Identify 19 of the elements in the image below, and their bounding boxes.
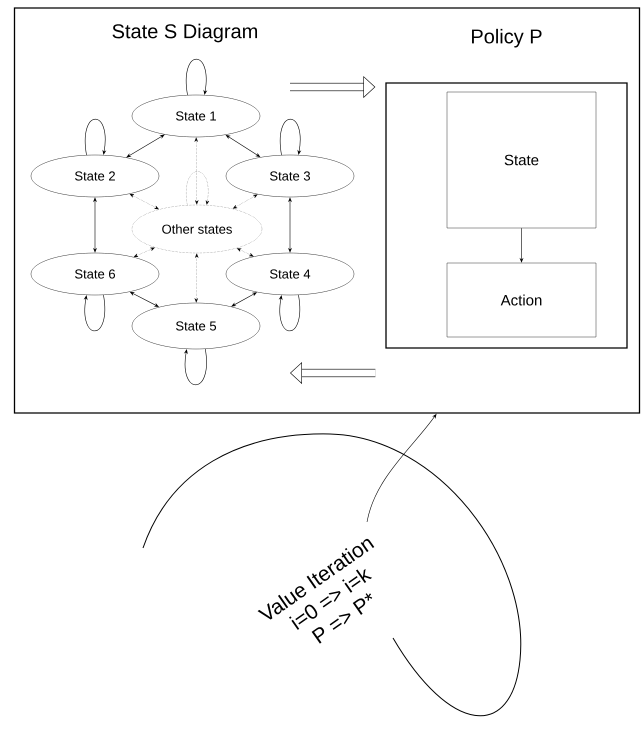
box-heading: Policy P — [472, 28, 542, 48]
diagram-frame — [14, 7, 640, 414]
arrow — [278, 294, 300, 332]
arrow — [84, 118, 106, 156]
arrow — [134, 248, 155, 258]
arrow — [84, 294, 106, 332]
arrow — [186, 171, 210, 206]
process-box: State — [446, 92, 596, 228]
arrow — [236, 248, 254, 256]
process-box: Action — [446, 262, 596, 338]
arrow — [194, 138, 198, 204]
arrow — [130, 194, 159, 210]
panel-heading: State S Diagram — [112, 24, 258, 42]
arrow — [194, 254, 198, 302]
arrow — [280, 118, 302, 156]
arrow — [232, 194, 258, 209]
arrow — [226, 134, 260, 158]
arrow — [186, 58, 208, 96]
arrow — [184, 348, 207, 386]
